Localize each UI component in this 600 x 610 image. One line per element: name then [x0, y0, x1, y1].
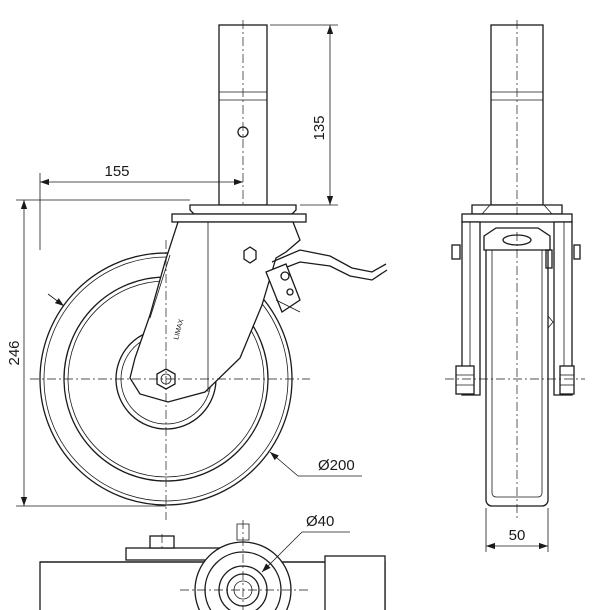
dim-stem-diameter-label: Ø40 [306, 513, 334, 530]
dim-offset-label: 155 [104, 163, 129, 180]
dim-stem-diameter: Ø40 [261, 513, 350, 573]
side-view: LIMAX 135 155 246 Ø2 [6, 20, 388, 520]
dim-stem-height-label: 135 [311, 115, 328, 140]
top-plate-side [171, 204, 307, 223]
dim-wheel-width: 50 [485, 508, 549, 552]
dim-overall-height: 246 [6, 199, 190, 507]
dim-overall-height-label: 246 [6, 340, 23, 365]
front-view: 50 [445, 20, 585, 552]
dim-stem-height: 135 [270, 24, 338, 206]
brake-lever-side [265, 249, 388, 313]
stem-side [218, 20, 268, 215]
top-view: Ø40 [39, 513, 386, 610]
fork-side [129, 221, 301, 403]
dim-wheel-diameter-label: Ø200 [318, 457, 355, 474]
dim-wheel-width-label: 50 [509, 527, 526, 544]
dim-wheel-diameter: Ø200 [269, 451, 362, 477]
dim-offset: 155 [39, 163, 243, 250]
